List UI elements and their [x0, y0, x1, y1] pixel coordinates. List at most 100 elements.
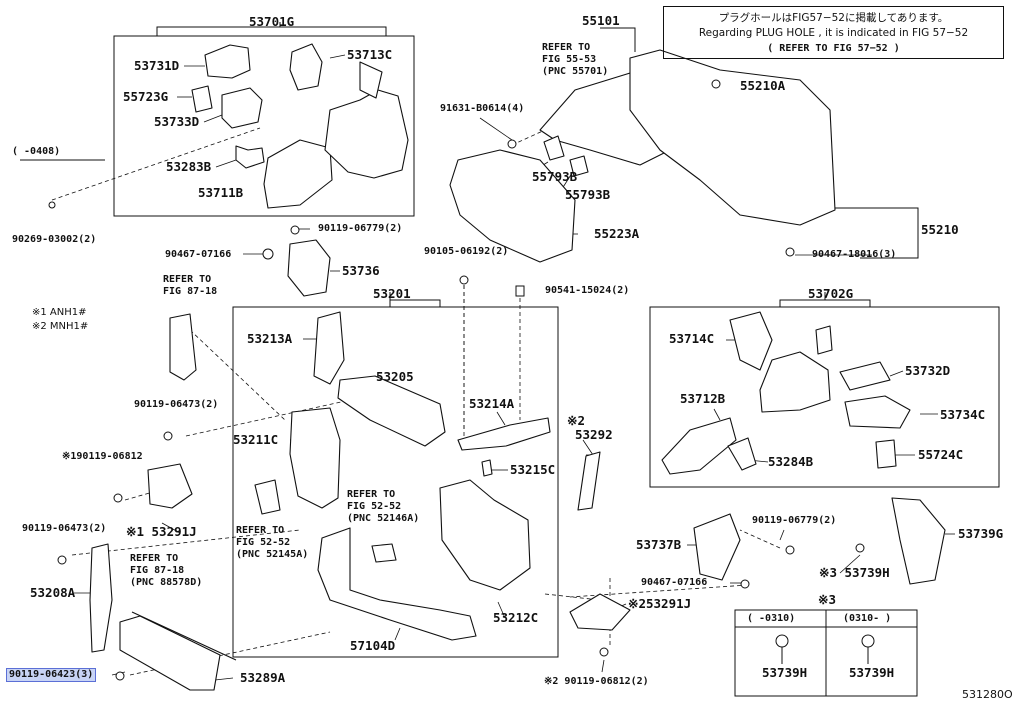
- part-label-90119-06473-a[interactable]: 90119-06473(2): [134, 399, 219, 410]
- part-label-90467-07166-top[interactable]: 90467-07166: [165, 249, 232, 260]
- part-53736: [287, 239, 331, 297]
- notice-line-3: ( REFER TO FIG 57−52 ): [767, 43, 900, 54]
- part-53711B: [263, 139, 333, 209]
- part-53291J: [147, 463, 193, 509]
- part-53208A: [89, 543, 113, 653]
- part-label-53289A[interactable]: 53289A: [240, 670, 286, 685]
- part-label-90119-06779-r[interactable]: 90119-06779(2): [752, 515, 837, 526]
- part-label-53283B[interactable]: 53283B: [166, 159, 212, 174]
- part-label-53713C[interactable]: 53713C: [347, 47, 393, 62]
- part-53739G: [891, 497, 946, 585]
- part-53714C: [729, 311, 773, 371]
- ref-line: (PNC 88578D): [130, 577, 203, 588]
- model-note-1: ※1 ANH1#: [32, 307, 87, 318]
- part-label-55210A[interactable]: 55210A: [740, 78, 786, 93]
- part-label-53739H-a[interactable]: 53739H: [762, 665, 808, 680]
- part-55210: [629, 49, 836, 226]
- part-label-90541-15024[interactable]: 90541-15024(2): [545, 285, 630, 296]
- part-label-55724C[interactable]: 55724C: [918, 447, 964, 462]
- part-label-53205[interactable]: 53205: [376, 369, 414, 384]
- part-label-53733D[interactable]: 53733D: [154, 114, 200, 129]
- ref-fig-52-52-a[interactable]: REFER TO FIG 52-52 (PNC 52145A): [236, 525, 308, 561]
- part-label-53201[interactable]: 53201: [373, 286, 411, 301]
- part-label-53739H-b[interactable]: 53739H: [849, 665, 895, 680]
- part-label-53213A[interactable]: 53213A: [247, 331, 293, 346]
- part-label-53212C[interactable]: 53212C: [493, 610, 539, 625]
- part-55223A: [449, 149, 576, 263]
- part-label-53702G[interactable]: 53702G: [808, 286, 854, 301]
- ref-line: FIG 87-18: [163, 286, 218, 297]
- part-53734C: [844, 395, 911, 429]
- part-53212C: [439, 479, 531, 591]
- part-label-55793B-1[interactable]: 55793B: [532, 169, 578, 184]
- part-53292: [577, 451, 601, 511]
- part-53211C: [289, 407, 341, 509]
- ref-line: REFER TO: [542, 42, 591, 53]
- ref-line: (PNC 52145A): [236, 549, 309, 560]
- part-label-90467-18016[interactable]: 90467-18016(3): [812, 249, 897, 260]
- ref-line: REFER TO: [236, 525, 285, 536]
- part-53291J-2: [569, 593, 631, 631]
- part-label-55223A[interactable]: 55223A: [594, 226, 640, 241]
- mark-53292: ※2: [567, 413, 585, 428]
- part-label-90119-06423[interactable]: 90119-06423(3): [5, 668, 97, 682]
- model-note-2: ※2 MNH1#: [32, 321, 89, 332]
- part-label-53731D[interactable]: 53731D: [134, 58, 180, 73]
- figure-number: 531280O: [962, 688, 1013, 701]
- part-label-53215C[interactable]: 53215C: [510, 462, 556, 477]
- ref-fig-52-52-b[interactable]: REFER TO FIG 52-52 (PNC 52146A): [347, 489, 419, 525]
- ref-fig-87-18-left[interactable]: REFER TO FIG 87-18: [163, 274, 217, 298]
- part-53214A: [457, 417, 551, 451]
- group-box-53701G: [113, 35, 415, 217]
- group-box-53201: [232, 306, 559, 658]
- part-label-90105-06192[interactable]: 90105-06192(2): [424, 246, 509, 257]
- part-label-55723G[interactable]: 55723G: [123, 89, 169, 104]
- part-53712B: [661, 417, 737, 475]
- part-label-53291J-2[interactable]: ※253291J: [628, 596, 692, 611]
- ref-line: (PNC 52146A): [347, 513, 420, 524]
- part-label-57104D[interactable]: 57104D: [350, 638, 396, 653]
- part-label-55210[interactable]: 55210: [921, 222, 959, 237]
- part-label-90119-06812-a[interactable]: ※190119-06812: [62, 451, 143, 462]
- part-label-53712B[interactable]: 53712B: [680, 391, 726, 406]
- part-label-53208A[interactable]: 53208A: [30, 585, 76, 600]
- part-label-53292[interactable]: 53292: [575, 427, 613, 442]
- part-label-90467-07166-b[interactable]: 90467-07166: [641, 577, 708, 588]
- part-57104D: [317, 527, 477, 641]
- part-label-90269-03002[interactable]: 90269-03002(2): [12, 234, 97, 245]
- part-label-55793B-2[interactable]: 55793B: [565, 187, 611, 202]
- part-label-90119-06473-b[interactable]: 90119-06473(2): [22, 523, 107, 534]
- part-label-53734C[interactable]: 53734C: [940, 407, 986, 422]
- part-53205: [337, 375, 446, 447]
- part-ref-87-18: [169, 313, 197, 381]
- part-label-53739H-main[interactable]: ※3 53739H: [819, 565, 890, 580]
- part-label-53214A[interactable]: 53214A: [469, 396, 515, 411]
- part-label-53211C[interactable]: 53211C: [233, 432, 279, 447]
- ref-line: FIG 52-52: [236, 537, 291, 548]
- ref-line: REFER TO: [130, 553, 179, 564]
- part-label-53714C[interactable]: 53714C: [669, 331, 715, 346]
- notice-line-2: Regarding PLUG HOLE , it is indicated in…: [698, 27, 969, 39]
- group-box-53702G: [649, 306, 1000, 488]
- part-label-53739G[interactable]: 53739G: [958, 526, 1004, 541]
- part-label-55101[interactable]: 55101: [582, 13, 620, 28]
- part-53213A: [313, 311, 345, 385]
- part-53289A: [119, 615, 221, 691]
- part-label-91631-B0614[interactable]: 91631-B0614(4): [440, 103, 525, 114]
- part-label-53284B[interactable]: 53284B: [768, 454, 814, 469]
- part-label-53711B[interactable]: 53711B: [198, 185, 244, 200]
- part-label-53737B[interactable]: 53737B: [636, 537, 682, 552]
- date-range-label: ( -0408): [12, 146, 61, 157]
- part-label-90119-06812-b[interactable]: ※2 90119-06812(2): [544, 676, 649, 687]
- part-label-53291J-1[interactable]: ※1 53291J: [126, 524, 197, 539]
- part-label-90119-06779-top[interactable]: 90119-06779(2): [318, 223, 403, 234]
- ref-line: (PNC 55701): [542, 66, 609, 77]
- part-label-53732D[interactable]: 53732D: [905, 363, 951, 378]
- variant-table-mark: ※3: [818, 592, 836, 607]
- ref-55101[interactable]: REFER TO FIG 55-53 (PNC 55701): [542, 42, 608, 78]
- ref-fig-87-18-bottom[interactable]: REFER TO FIG 87-18 (PNC 88578D): [130, 553, 202, 589]
- part-label-53701G[interactable]: 53701G: [249, 14, 295, 29]
- part-label-53736[interactable]: 53736: [342, 263, 380, 278]
- ref-line: REFER TO: [163, 274, 212, 285]
